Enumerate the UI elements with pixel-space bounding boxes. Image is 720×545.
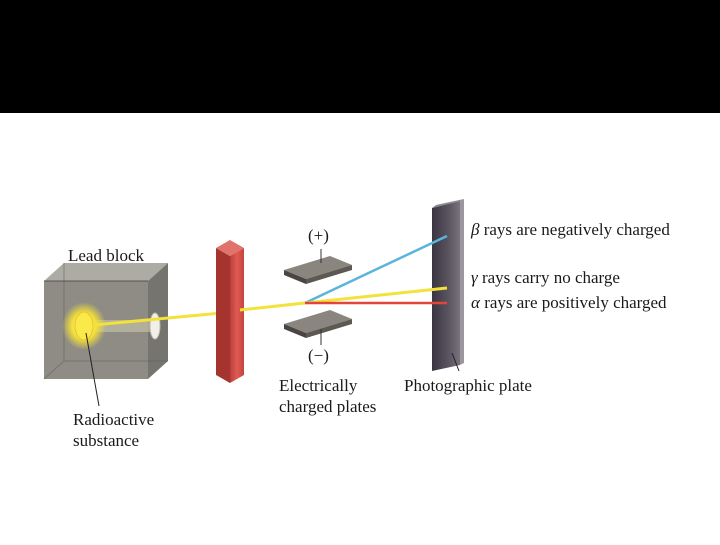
- gamma-label: γ rays carry no charge: [471, 268, 620, 287]
- photographic-plate: [432, 199, 464, 371]
- radioactive-pointer: [85, 332, 100, 407]
- beta-ray: [304, 234, 448, 305]
- radioactive-label-line2: substance: [73, 431, 139, 450]
- beta-symbol: β: [470, 220, 480, 239]
- plate-minus-label: (−): [308, 346, 329, 365]
- radioactive-label-line1: Radioactive: [73, 410, 154, 429]
- alpha-text: rays are positively charged: [480, 293, 667, 312]
- beta-label: β rays are negatively charged: [470, 220, 670, 239]
- charged-plates-label-line2: charged plates: [279, 397, 376, 416]
- alpha-label: α rays are positively charged: [471, 293, 667, 312]
- photographic-pointer: [451, 352, 460, 372]
- charged-plates-label-line1: Electrically: [279, 376, 358, 395]
- beta-text: rays are negatively charged: [479, 220, 670, 239]
- photographic-plate-label: Photographic plate: [404, 376, 532, 395]
- beam-source: [93, 310, 233, 327]
- negative-plate: [284, 310, 352, 338]
- plate-plus-label: (+): [308, 226, 329, 245]
- title-bar: [0, 0, 720, 113]
- positive-plate: [284, 256, 352, 284]
- gamma-symbol: γ: [471, 268, 479, 287]
- collimator-plate: [216, 240, 244, 383]
- beam-main: [239, 301, 306, 312]
- lead-block-label: Lead block: [68, 246, 144, 265]
- gamma-ray: [304, 286, 448, 305]
- gamma-text: rays carry no charge: [478, 268, 620, 287]
- radioactive-substance: [62, 302, 106, 350]
- radiation-diagram: Lead block Radioactive substance (+) (−)…: [0, 113, 720, 540]
- alpha-symbol: α: [471, 293, 481, 312]
